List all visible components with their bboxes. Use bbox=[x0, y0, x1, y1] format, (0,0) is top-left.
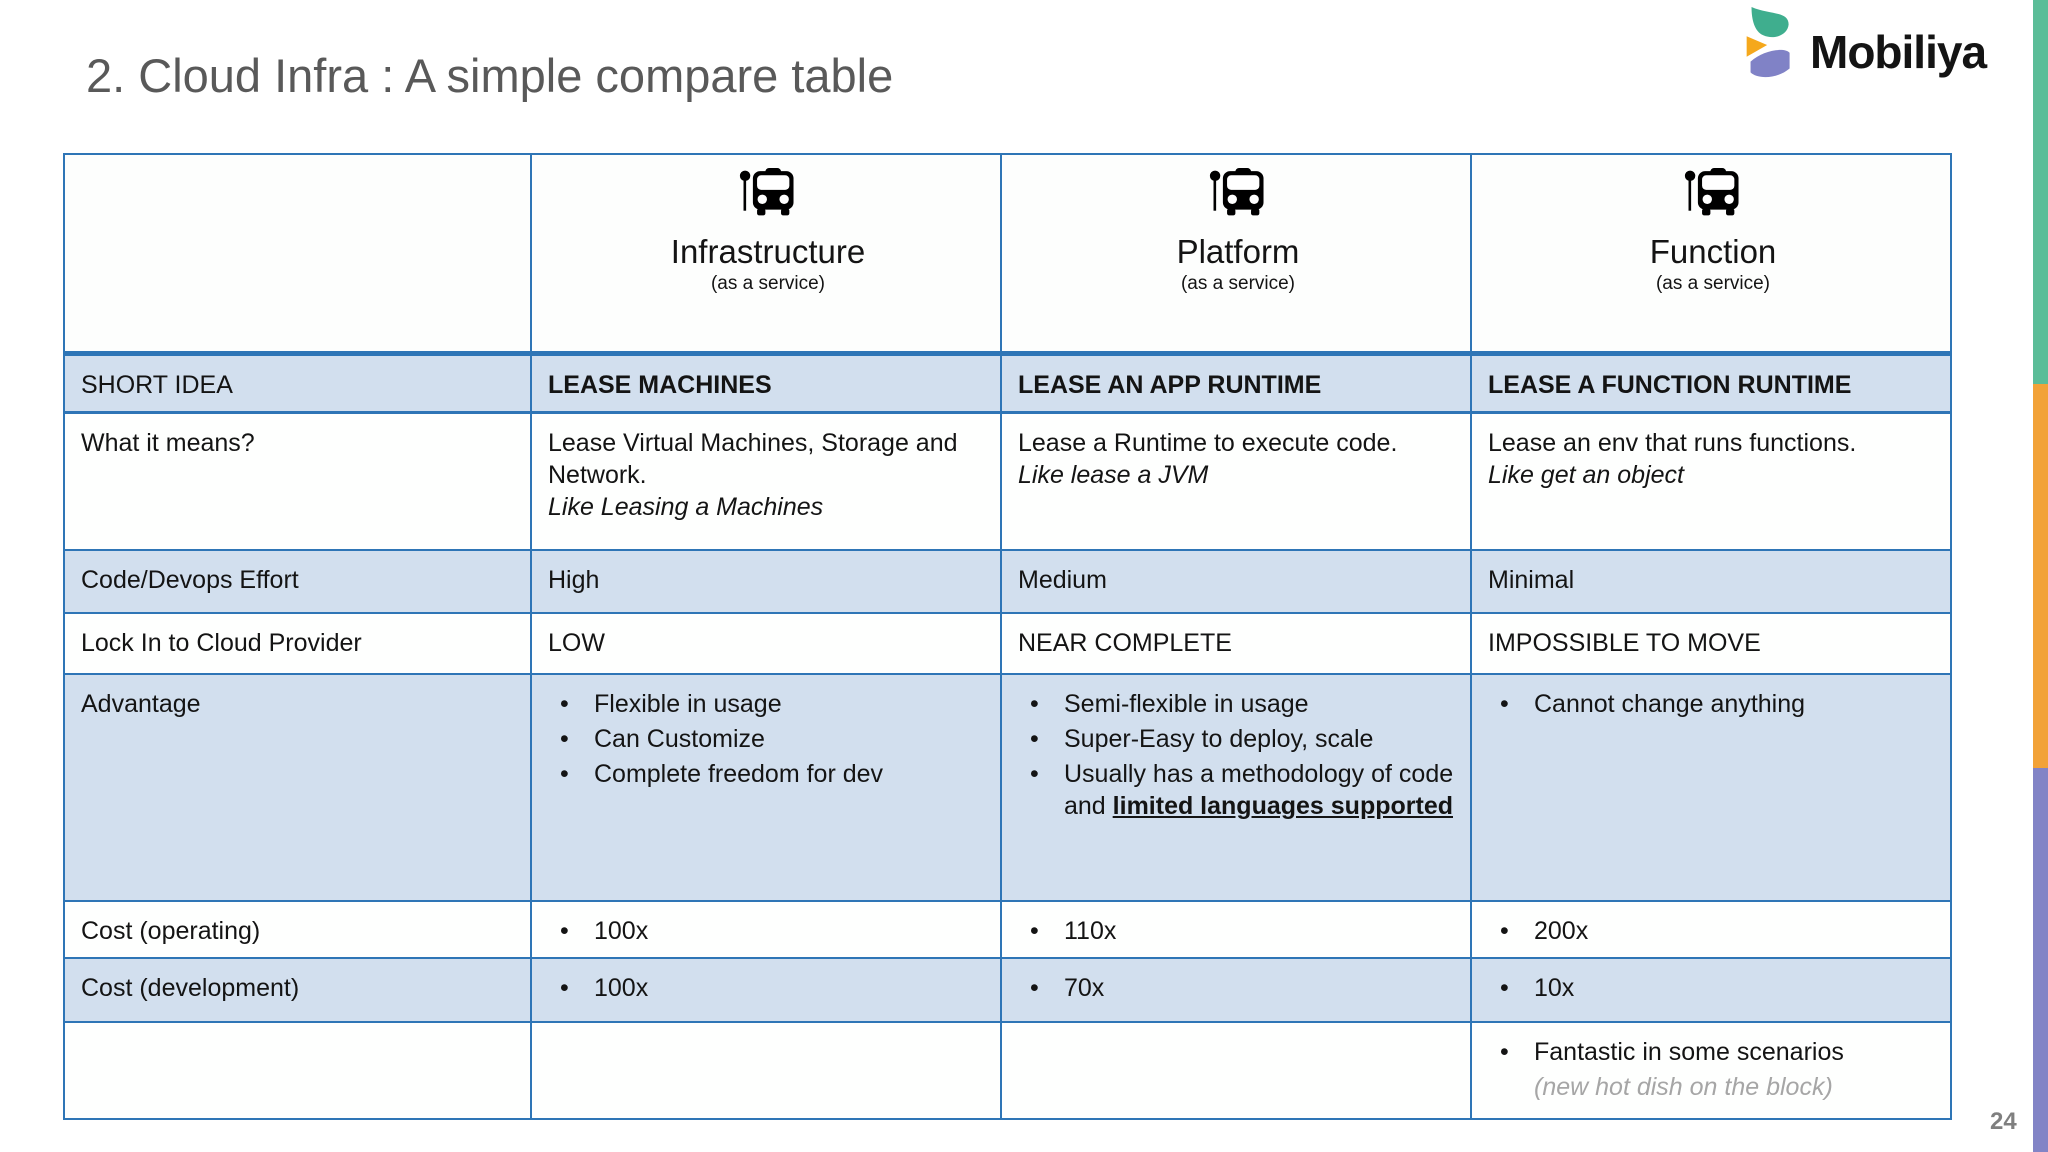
bullet-item: 110x bbox=[1018, 915, 1458, 947]
mobiliya-logo-text: Mobiliya bbox=[1810, 26, 1987, 78]
cell-advantage-infrastructure: Flexible in usage Can Customize Complete… bbox=[530, 673, 1002, 902]
footer-empty-cell bbox=[530, 1021, 1002, 1120]
cell-advantage-function: Cannot change anything bbox=[1470, 673, 1952, 902]
column-subtitle: (as a service) bbox=[1655, 273, 1771, 294]
header-empty-cell bbox=[63, 153, 532, 356]
cell-cost-development-function: 10x bbox=[1470, 957, 1952, 1023]
bullet-item: 70x bbox=[1018, 972, 1458, 1004]
cell-cost-operating-infrastructure: 100x bbox=[530, 900, 1002, 959]
row-label: Code/Devops Effort bbox=[63, 549, 532, 614]
cell-cost-operating-function: 200x bbox=[1470, 900, 1952, 959]
bus-stop-icon bbox=[739, 168, 797, 218]
row-label: Cost (operating) bbox=[63, 900, 532, 959]
column-title: Infrastructure bbox=[670, 233, 866, 270]
bullet-item: Fantastic in some scenarios bbox=[1488, 1036, 1938, 1068]
bullet-item: Semi-flexible in usage bbox=[1018, 688, 1458, 720]
row-label: SHORT IDEA bbox=[63, 352, 532, 414]
cell-effort-infrastructure: High bbox=[530, 549, 1002, 614]
row-what-it-means: What it means? Lease Virtual Machines, S… bbox=[63, 411, 1952, 551]
cell-short-idea-infrastructure: LEASE MACHINES bbox=[530, 352, 1002, 414]
cell-footer-function: Fantastic in some scenarios (new hot dis… bbox=[1470, 1021, 1952, 1120]
page-number: 24 bbox=[1990, 1108, 2017, 1135]
accent-bar-purple bbox=[2033, 768, 2048, 1152]
compare-table: Infrastructure (as a service) Platform (… bbox=[63, 153, 1952, 1120]
bullet-item-emphasis: limited languages supported bbox=[1112, 792, 1453, 820]
bullet-item: Usually has a methodology of code and li… bbox=[1018, 758, 1458, 822]
bullet-item-text: Usually has a methodology of code and bbox=[1064, 760, 1454, 820]
column-header-infrastructure: Infrastructure (as a service) bbox=[530, 153, 1002, 356]
cell-effort-platform: Medium bbox=[1000, 549, 1472, 614]
row-label: Advantage bbox=[63, 673, 532, 902]
mobiliya-logo-icon bbox=[1746, 6, 1790, 78]
bullet-list: Semi-flexible in usage Super-Easy to dep… bbox=[1018, 688, 1458, 822]
cell-what-it-means-platform: Lease a Runtime to execute code. Like le… bbox=[1000, 411, 1472, 551]
bullet-list: Cannot change anything bbox=[1488, 688, 1938, 720]
bus-stop-icon bbox=[1209, 168, 1267, 218]
cell-what-it-means-infrastructure: Lease Virtual Machines, Storage and Netw… bbox=[530, 411, 1002, 551]
column-subtitle: (as a service) bbox=[710, 273, 826, 294]
cell-lock-in-function: IMPOSSIBLE TO MOVE bbox=[1470, 612, 1952, 675]
row-advantage: Advantage Flexible in usage Can Customiz… bbox=[63, 673, 1952, 902]
cell-short-idea-function: LEASE A FUNCTION RUNTIME bbox=[1470, 352, 1952, 414]
bullet-item: Complete freedom for dev bbox=[548, 758, 988, 790]
cell-what-it-means-function: Lease an env that runs functions. Like g… bbox=[1470, 411, 1952, 551]
bullet-item: Can Customize bbox=[548, 723, 988, 755]
cell-note: Like Leasing a Machines bbox=[548, 492, 824, 521]
bullet-item: 100x bbox=[548, 915, 988, 947]
bus-stop-icon bbox=[1684, 168, 1742, 218]
cell-cost-development-infrastructure: 100x bbox=[530, 957, 1002, 1023]
column-header-function: Function (as a service) bbox=[1470, 153, 1952, 356]
cell-lock-in-platform: NEAR COMPLETE bbox=[1000, 612, 1472, 675]
cell-effort-function: Minimal bbox=[1470, 549, 1952, 614]
row-cost-operating: Cost (operating) 100x 110x 200x bbox=[63, 900, 1952, 959]
bullet-item: 10x bbox=[1488, 972, 1938, 1004]
row-label: What it means? bbox=[63, 411, 532, 551]
cell-lock-in-infrastructure: LOW bbox=[530, 612, 1002, 675]
cell-text: Lease an env that runs functions. bbox=[1488, 428, 1857, 457]
bullet-item: Cannot change anything bbox=[1488, 688, 1938, 720]
mobiliya-logo: Mobiliya bbox=[1742, 6, 1987, 88]
bullet-list: Flexible in usage Can Customize Complete… bbox=[548, 688, 988, 790]
page-title: 2. Cloud Infra : A simple compare table bbox=[86, 49, 894, 102]
bullet-item: Super-Easy to deploy, scale bbox=[1018, 723, 1458, 755]
accent-bar-green bbox=[2033, 0, 2048, 384]
cell-note: Like get an object bbox=[1488, 460, 1684, 489]
row-footer: Fantastic in some scenarios (new hot dis… bbox=[63, 1021, 1952, 1120]
cell-text: Lease a Runtime to execute code. bbox=[1018, 428, 1398, 457]
table-header-row: Infrastructure (as a service) Platform (… bbox=[63, 153, 1952, 356]
column-subtitle: (as a service) bbox=[1180, 273, 1296, 294]
bullet-item: 100x bbox=[548, 972, 988, 1004]
cell-note: Like lease a JVM bbox=[1018, 460, 1209, 489]
cell-cost-development-platform: 70x bbox=[1000, 957, 1472, 1023]
cell-advantage-platform: Semi-flexible in usage Super-Easy to dep… bbox=[1000, 673, 1472, 902]
row-label: Cost (development) bbox=[63, 957, 532, 1023]
cell-short-idea-platform: LEASE AN APP RUNTIME bbox=[1000, 352, 1472, 414]
bullet-item: Flexible in usage bbox=[548, 688, 988, 720]
cell-note: (new hot dish on the block) bbox=[1534, 1073, 1833, 1101]
row-label: Lock In to Cloud Provider bbox=[63, 612, 532, 675]
footer-empty-cell bbox=[1000, 1021, 1472, 1120]
footer-empty-cell bbox=[63, 1021, 532, 1120]
column-header-platform: Platform (as a service) bbox=[1000, 153, 1472, 356]
cell-text: Lease Virtual Machines, Storage and Netw… bbox=[548, 428, 958, 489]
accent-bars bbox=[2033, 0, 2048, 1152]
column-title: Function bbox=[1649, 233, 1777, 270]
row-cost-development: Cost (development) 100x 70x 10x bbox=[63, 957, 1952, 1023]
row-effort: Code/Devops Effort High Medium Minimal bbox=[63, 549, 1952, 614]
column-title: Platform bbox=[1176, 233, 1300, 270]
cell-cost-operating-platform: 110x bbox=[1000, 900, 1472, 959]
row-lock-in: Lock In to Cloud Provider LOW NEAR COMPL… bbox=[63, 612, 1952, 675]
bullet-item: 200x bbox=[1488, 915, 1938, 947]
row-short-idea: SHORT IDEA LEASE MACHINES LEASE AN APP R… bbox=[63, 352, 1952, 414]
accent-bar-orange bbox=[2033, 384, 2048, 768]
